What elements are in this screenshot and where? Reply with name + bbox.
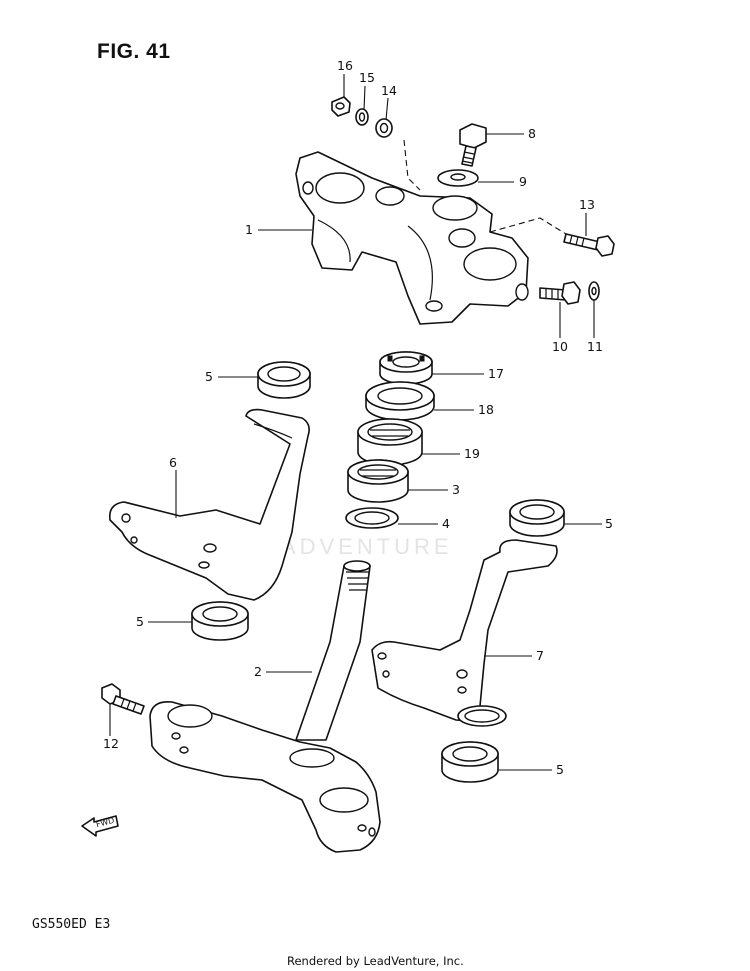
bolt-8[interactable] [459, 123, 487, 167]
dust-seal-18[interactable] [365, 381, 435, 421]
bolt-12[interactable] [101, 683, 145, 715]
callout-14: 14 [381, 83, 397, 98]
seal-cup-5-lower-left[interactable] [191, 601, 249, 641]
washer-9[interactable] [437, 169, 479, 187]
washer-11[interactable] [588, 281, 600, 301]
nut-16[interactable] [331, 96, 351, 117]
model-code: GS550ED E3 [32, 917, 111, 932]
steering-nut-17[interactable] [379, 351, 433, 385]
left-bracket-6[interactable] [108, 408, 310, 601]
bearing-19[interactable] [357, 418, 423, 466]
callout-7: 7 [536, 648, 544, 663]
dust-seal-4[interactable] [345, 507, 399, 529]
callout-19: 19 [464, 446, 480, 461]
seal-cup-5-upper-left[interactable] [257, 361, 311, 399]
callout-12: 12 [103, 736, 119, 751]
washer-15[interactable] [355, 108, 369, 126]
figure-title: FIG. 41 [97, 40, 171, 63]
callout-5-lower-left: 5 [136, 614, 144, 629]
bolt-13[interactable] [563, 233, 615, 257]
callout-16: 16 [337, 58, 353, 73]
right-bracket-7[interactable] [371, 539, 558, 722]
callout-5-upper-right: 5 [605, 516, 613, 531]
lower-bracket[interactable] [149, 700, 381, 853]
steering-stem-2[interactable] [295, 560, 371, 741]
callout-18: 18 [478, 402, 494, 417]
callout-10: 10 [552, 339, 568, 354]
seal-cup-5-upper-right[interactable] [509, 499, 565, 537]
leader-lines [109, 74, 602, 771]
callout-2: 2 [254, 664, 262, 679]
render-credit: Rendered by LeadVenture, Inc. [287, 954, 464, 968]
callout-1: 1 [245, 222, 253, 237]
callout-5-upper-left: 5 [205, 369, 213, 384]
callout-17: 17 [488, 366, 504, 381]
callout-15: 15 [359, 70, 375, 85]
washer-14[interactable] [375, 118, 393, 138]
callout-9: 9 [519, 174, 527, 189]
callout-13: 13 [579, 197, 595, 212]
upper-bracket[interactable] [295, 151, 529, 325]
callout-5-lower-right: 5 [556, 762, 564, 777]
callout-4: 4 [442, 516, 450, 531]
callout-6: 6 [169, 455, 177, 470]
callout-8: 8 [528, 126, 536, 141]
seal-cup-5-lower-right[interactable] [441, 741, 499, 783]
bearing-3[interactable] [347, 459, 409, 503]
fwd-arrow-icon [81, 815, 119, 837]
callout-11: 11 [587, 339, 603, 354]
washer-ring-right[interactable] [457, 705, 507, 727]
callout-3: 3 [452, 482, 460, 497]
bolt-10[interactable] [539, 281, 581, 305]
